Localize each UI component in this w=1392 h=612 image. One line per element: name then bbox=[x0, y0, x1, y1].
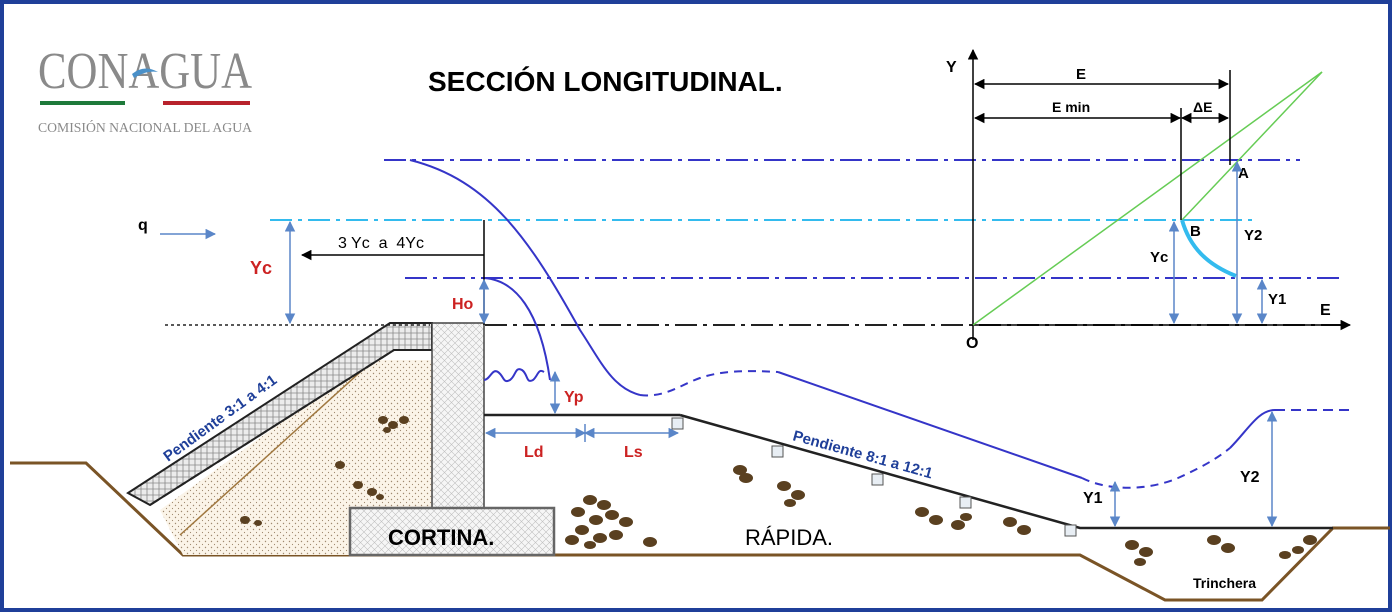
basin-y2-label: Y2 bbox=[1240, 469, 1260, 486]
nappe-outer-dashed bbox=[639, 370, 779, 397]
trinchera-label: Trinchera bbox=[1193, 575, 1256, 591]
energy-line-branch bbox=[1181, 71, 1323, 221]
chute-slope bbox=[679, 413, 1333, 530]
ld-label: Ld bbox=[524, 444, 544, 461]
origin-label: O bbox=[966, 335, 978, 352]
e-label: E bbox=[1076, 66, 1086, 83]
crest-wall bbox=[431, 322, 485, 509]
y2-label: Y2 bbox=[1244, 227, 1262, 244]
wave-squiggle bbox=[483, 368, 545, 382]
yc-label-graph: Yc bbox=[1150, 249, 1168, 266]
energy-line-45 bbox=[972, 71, 1323, 326]
nappe-outer bbox=[409, 159, 641, 396]
distance-label: 3 Yc a 4Yc bbox=[338, 235, 424, 252]
rocks bbox=[240, 416, 1317, 566]
point-b-label: B bbox=[1190, 223, 1201, 240]
water-surface-chute bbox=[777, 371, 1083, 479]
ground-profile bbox=[10, 461, 1390, 602]
conagua-logo: CONAGUA COMISIÓN NACIONAL DEL AGUA bbox=[38, 43, 253, 136]
y1-label-graph: Y1 bbox=[1268, 291, 1286, 308]
logo-water-icon bbox=[132, 68, 158, 78]
e-min-label: E min bbox=[1052, 99, 1090, 115]
yp-label: Yp bbox=[564, 389, 584, 406]
ls-label: Ls bbox=[624, 444, 643, 461]
cortina-box bbox=[348, 506, 556, 557]
y-axis-label: Y bbox=[946, 59, 957, 76]
basin-y1-label: Y1 bbox=[1083, 490, 1103, 507]
rapida-label: RÁPIDA. bbox=[745, 525, 833, 550]
dam-core-line bbox=[179, 364, 369, 536]
nappe-inner bbox=[483, 277, 551, 381]
yc-label: Yc bbox=[250, 258, 272, 278]
chute-slope-label: Pendiente 8:1 a 12:1 bbox=[791, 427, 935, 482]
specific-energy-graph: Y E O E E min ΔE A B Y2 Yc Y1 bbox=[946, 48, 1352, 352]
e-axis-label: E bbox=[1320, 302, 1331, 319]
logo-subtitle: COMISIÓN NACIONAL DEL AGUA bbox=[38, 119, 253, 136]
hydraulic-jump-dashed bbox=[1081, 447, 1231, 489]
chute-blocks bbox=[671, 417, 1077, 537]
dam-body-fill bbox=[160, 360, 432, 555]
dam-filter-line bbox=[149, 349, 395, 506]
ho-label: Ho bbox=[452, 296, 474, 313]
point-a-label: A bbox=[1238, 165, 1249, 182]
specific-energy-curve bbox=[1180, 219, 1237, 278]
delta-e-label: ΔE bbox=[1193, 99, 1212, 115]
diagram-title: SECCIÓN LONGITUDINAL. bbox=[428, 66, 783, 97]
q-label: q bbox=[138, 217, 148, 234]
hydraulic-jump bbox=[1229, 409, 1276, 449]
cortina-label: CORTINA. bbox=[388, 525, 494, 550]
